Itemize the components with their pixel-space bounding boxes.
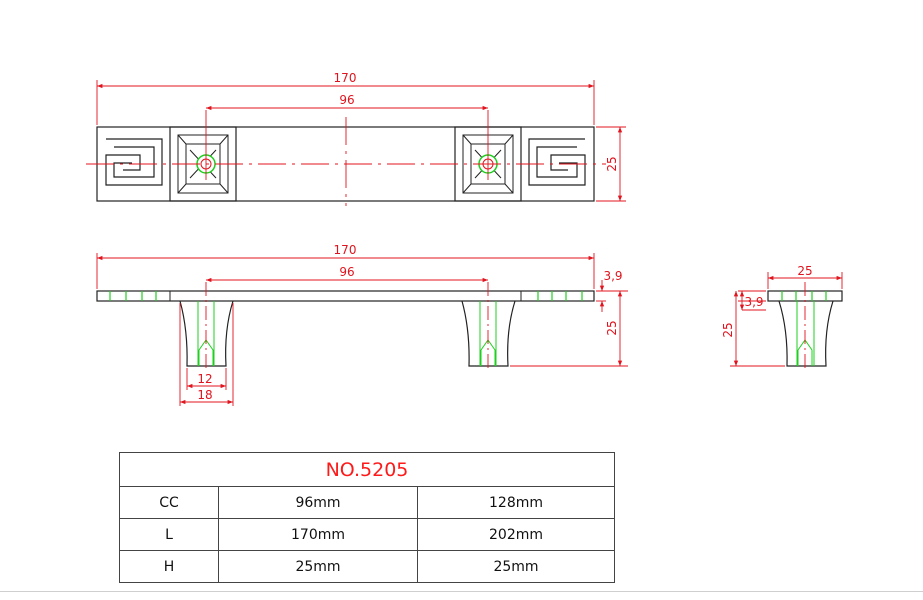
- row-value-b: 202mm: [417, 518, 615, 551]
- side-length-label: 170: [334, 243, 357, 257]
- side-view: 170 96 3,9 25 12 18: [96, 243, 628, 406]
- side-outer-width-label: 18: [197, 388, 212, 402]
- row-label: L: [119, 518, 219, 551]
- end-view: 25 3,9 25: [721, 264, 843, 372]
- bottom-divider: [0, 591, 923, 592]
- right-key-pattern: [528, 138, 586, 186]
- table-row: CC 96mm 128mm: [119, 486, 615, 519]
- row-value-a: 96mm: [218, 486, 418, 519]
- side-thickness-label: 3,9: [603, 269, 622, 283]
- spec-table-title-row: NO.5205: [119, 452, 615, 487]
- table-row: H 25mm 25mm: [119, 550, 615, 583]
- row-value-a: 170mm: [218, 518, 418, 551]
- top-cc-label: 96: [339, 93, 354, 107]
- side-cc-label: 96: [339, 265, 354, 279]
- end-height-label: 25: [721, 322, 735, 337]
- spec-table: NO.5205 CC 96mm 128mm L 170mm 202mm H 25…: [119, 452, 615, 583]
- row-label: H: [119, 550, 219, 583]
- top-height-label: 25: [605, 156, 619, 171]
- table-row: L 170mm 202mm: [119, 518, 615, 551]
- top-length-label: 170: [334, 71, 357, 85]
- side-left-leg: [179, 282, 234, 372]
- row-label: CC: [119, 486, 219, 519]
- model-number: NO.5205: [119, 452, 615, 487]
- row-value-a: 25mm: [218, 550, 418, 583]
- row-value-b: 25mm: [417, 550, 615, 583]
- end-thickness-label: 3,9: [744, 295, 763, 309]
- row-value-b: 128mm: [417, 486, 615, 519]
- top-view: 170 96 25: [86, 71, 626, 206]
- side-height-label: 25: [605, 320, 619, 335]
- side-view-bar: [96, 290, 595, 302]
- side-inner-width-label: 12: [197, 372, 212, 386]
- side-right-leg: [461, 282, 516, 372]
- end-width-label: 25: [797, 264, 812, 278]
- left-key-pattern: [105, 138, 163, 186]
